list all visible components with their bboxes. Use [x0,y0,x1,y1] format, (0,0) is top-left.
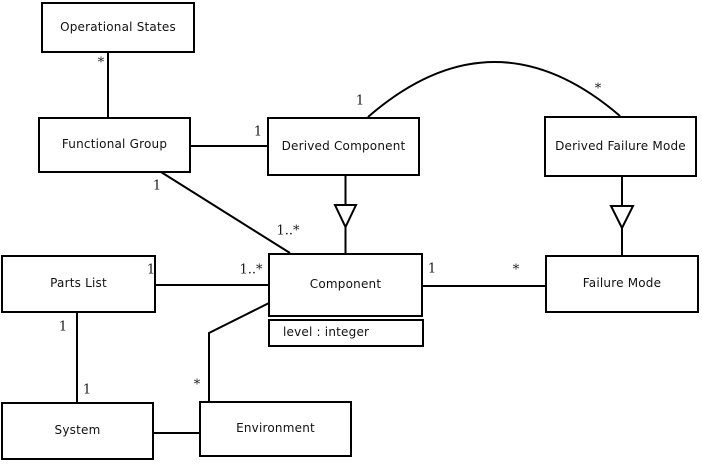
edge-component-environment [208,302,270,401]
multiplicity-derived-component-from-functional-group: 1 [253,124,263,140]
class-derived-failure-mode-label: Derived Failure Mode [555,138,686,153]
class-operational-states: Operational States [41,2,195,53]
multiplicity-parts-list-to-component-near: 1 [146,262,156,278]
class-failure-mode-label: Failure Mode [582,276,662,291]
multiplicity-parts-list-to-system-near: 1 [58,319,68,335]
component-attribute-level: level : integer [283,325,370,340]
class-component-attribute-compartment: level : integer [268,319,424,347]
edge-functional-group-component [160,171,291,254]
class-environment-label: Environment [236,421,315,436]
multiplicity-component-to-failure-mode-near: 1 [427,261,437,277]
edge-derived-component-derived-failure-mode-arc [367,61,621,118]
class-derived-component-label: Derived Component [281,138,406,153]
class-environment: Environment [199,401,352,457]
class-derived-component: Derived Component [267,117,420,176]
multiplicity-derived-component-arc-end: 1 [355,93,365,109]
class-operational-states-label: Operational States [60,19,176,34]
class-functional-group: Functional Group [38,117,191,173]
multiplicity-parts-list-to-system-far: 1 [82,382,92,398]
multiplicity-component-to-failure-mode-far: * [512,262,520,278]
generalization-triangle-failure-mode-icon [609,205,635,231]
class-component-label: Component [309,277,382,292]
multiplicity-functional-group-to-component-near: 1 [152,178,162,194]
class-component: Component [268,253,423,317]
class-system: System [1,402,154,460]
class-functional-group-label: Functional Group [61,137,168,152]
multiplicity-operational-states-end: * [97,55,105,71]
multiplicity-functional-group-to-component-far: 1..* [276,223,300,239]
multiplicity-derived-failure-mode-arc-end: * [594,81,602,97]
class-parts-list: Parts List [1,255,156,313]
class-derived-failure-mode: Derived Failure Mode [544,116,697,177]
multiplicity-parts-list-to-component-far: 1..* [239,262,263,278]
class-parts-list-label: Parts List [50,276,107,291]
class-failure-mode: Failure Mode [545,255,699,313]
generalization-triangle-component-icon [333,204,358,230]
class-system-label: System [54,423,101,438]
multiplicity-component-to-environment-end: * [193,377,201,393]
